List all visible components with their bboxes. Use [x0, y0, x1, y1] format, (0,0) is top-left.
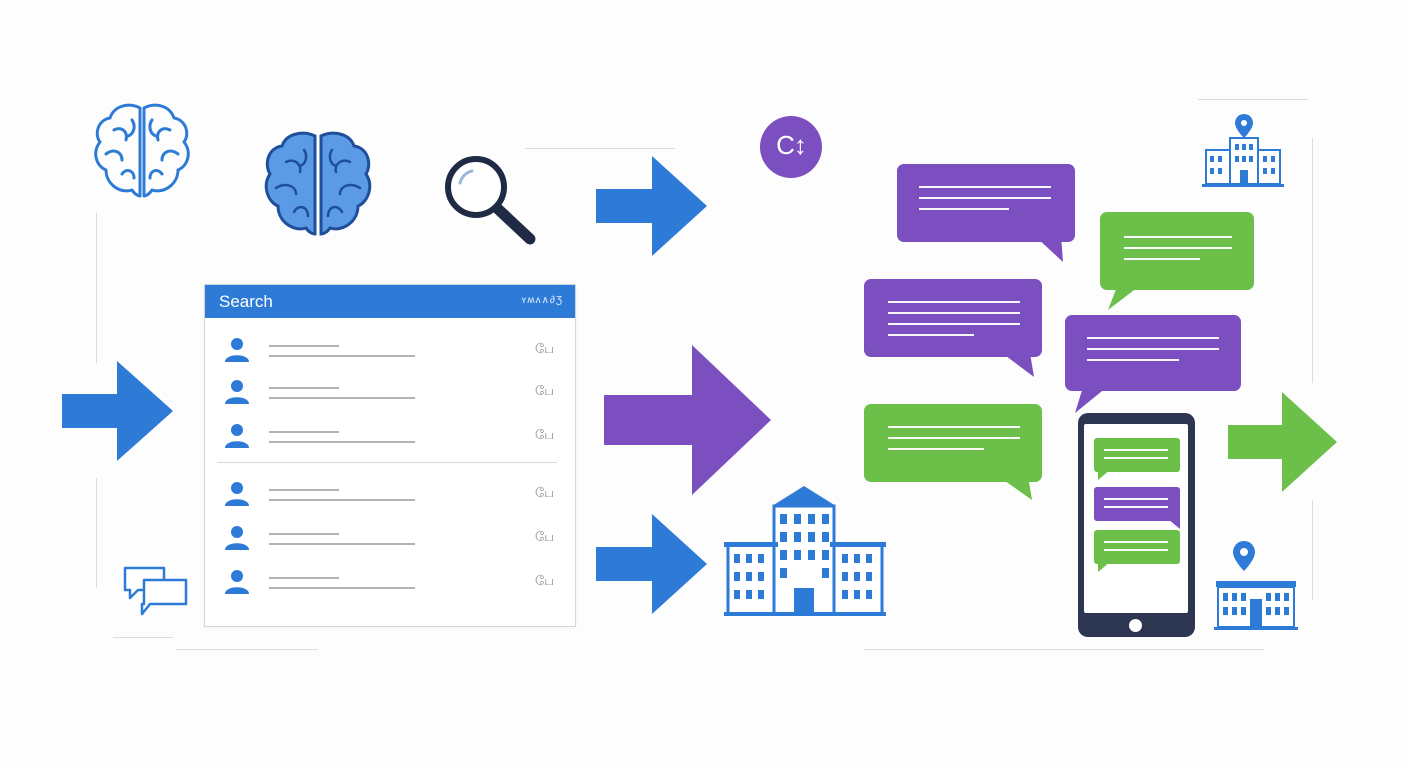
frame-line-left	[96, 213, 97, 363]
result-row[interactable]: பே	[205, 473, 575, 513]
result-row[interactable]: பே	[205, 415, 575, 455]
user-icon	[225, 380, 249, 404]
phone-chat-bubble-green	[1094, 438, 1180, 480]
result-detail-line	[269, 587, 415, 589]
result-row[interactable]: பே	[205, 561, 575, 601]
frame-line-bottom-left	[113, 637, 173, 638]
result-action-icons[interactable]: பே	[535, 485, 554, 500]
result-detail-line	[269, 355, 415, 357]
result-title-line	[269, 577, 339, 579]
frame-line-right	[1312, 138, 1313, 383]
arrow-right-icon-right	[1228, 392, 1338, 492]
result-detail-line	[269, 499, 415, 501]
result-title-line	[269, 489, 339, 491]
result-row[interactable]: பே	[205, 371, 575, 411]
frame-line-left-lower	[96, 478, 97, 588]
user-icon	[225, 570, 249, 594]
result-title-line	[269, 431, 339, 433]
phone-screen	[1084, 424, 1188, 613]
result-detail-line	[269, 441, 415, 443]
result-row[interactable]: பே	[205, 329, 575, 369]
magnifier-icon	[442, 153, 538, 247]
search-header-meta: ʏʍʌ∧∂Ʒ	[521, 295, 563, 306]
chat-bubble-purple	[897, 164, 1075, 262]
frame-line-top-mid	[525, 148, 675, 149]
search-header: Search ʏʍʌ∧∂Ʒ	[205, 285, 575, 318]
frame-line-top-right	[1198, 99, 1308, 100]
result-row[interactable]: பே	[205, 517, 575, 557]
phone-chat-bubble-purple	[1094, 487, 1180, 529]
phone-chat-bubble-green	[1094, 530, 1180, 572]
frame-line-bottom-right	[864, 649, 1264, 650]
chat-bubble-green	[1100, 212, 1254, 312]
chat-bubble-purple	[1065, 315, 1241, 413]
results-divider	[217, 462, 557, 463]
result-action-icons[interactable]: பே	[535, 427, 554, 442]
chat-bubbles-icon	[122, 556, 190, 620]
arrow-right-icon-middle	[604, 345, 772, 495]
user-icon	[225, 424, 249, 448]
user-icon	[225, 482, 249, 506]
result-title-line	[269, 345, 339, 347]
sync-badge-text: C↕	[776, 130, 807, 160]
result-detail-line	[269, 543, 415, 545]
arrow-right-icon-bottom	[596, 514, 708, 614]
chat-bubble-purple	[864, 279, 1042, 379]
brain-filled-icon	[262, 128, 374, 240]
user-icon	[225, 526, 249, 550]
result-action-icons[interactable]: பே	[535, 573, 554, 588]
arrow-right-icon-top	[596, 156, 708, 256]
result-action-icons[interactable]: பே	[535, 529, 554, 544]
frame-line-bottom-mid	[176, 649, 318, 650]
building-pin-icon	[1202, 112, 1284, 188]
chat-bubble-green	[864, 404, 1042, 502]
phone-home-button	[1129, 619, 1142, 632]
smartphone-icon	[1078, 413, 1195, 637]
result-action-icons[interactable]: பே	[535, 341, 554, 356]
search-title: Search	[219, 292, 273, 311]
arrow-right-icon-left	[62, 361, 174, 461]
result-detail-line	[269, 397, 415, 399]
result-title-line	[269, 533, 339, 535]
building-pin-icon	[1214, 541, 1298, 633]
user-icon	[225, 338, 249, 362]
sync-badge: C↕	[760, 116, 822, 178]
frame-line-right-lower	[1312, 500, 1313, 600]
brain-outline-icon	[92, 100, 192, 202]
result-action-icons[interactable]: பே	[535, 383, 554, 398]
result-title-line	[269, 387, 339, 389]
search-results-panel: Search ʏʍʌ∧∂Ʒ பே பே பே பே	[204, 284, 576, 627]
building-icon	[724, 484, 886, 620]
